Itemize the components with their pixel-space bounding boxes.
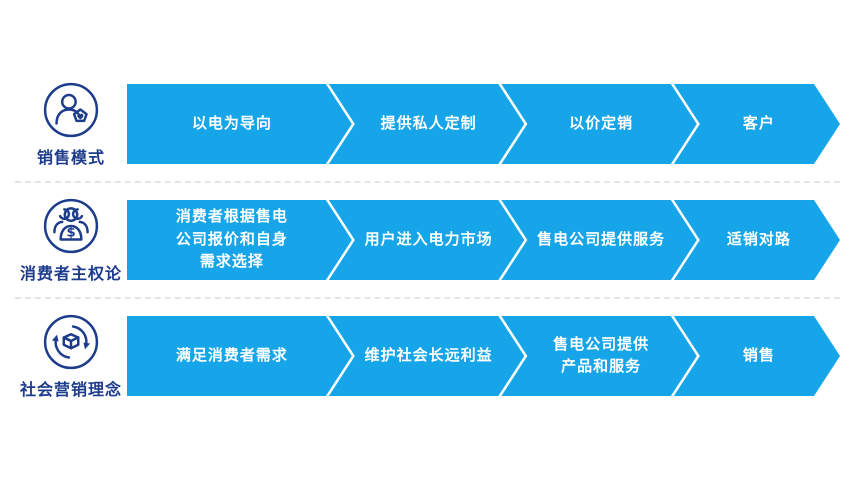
process-band: 以电为导向 提供私人定制 以价定销 客户: [127, 84, 840, 164]
row-label: 销售模式: [36, 149, 105, 167]
step-label: 以价定销: [569, 114, 634, 132]
consumers-dollar-icon: $: [43, 198, 99, 253]
process-step: 客户: [674, 84, 840, 164]
step-label: 满足消费者需求: [175, 346, 288, 364]
step-label: 维护社会长远利益: [364, 346, 493, 364]
row-consumer-sovereignty: $ 消费者主权论 消费者根据售电 公司报价和自身 需求选择 用户进入电力市场 售…: [15, 198, 840, 283]
row-label: 消费者主权论: [19, 265, 122, 283]
process-step: 用户进入电力市场: [329, 200, 525, 280]
row-label: 社会营销理念: [19, 381, 122, 399]
step-label: 售电公司提供服务: [537, 230, 666, 248]
step-label: 售电公司提供 产品和服务: [553, 335, 650, 375]
row-divider: [15, 297, 840, 299]
row-sales-model: 销售模式 以电为导向 提供私人定制 以价定销 客户: [15, 82, 840, 167]
step-label: 用户进入电力市场: [364, 230, 493, 248]
process-step: 售电公司提供 产品和服务: [501, 316, 697, 396]
user-heart-icon: [43, 82, 99, 137]
process-band: 满足消费者需求 维护社会长远利益 售电公司提供 产品和服务 销售: [127, 316, 840, 396]
process-step: 以价定销: [501, 84, 697, 164]
row-consumer-sovereignty-header: $ 消费者主权论: [15, 197, 127, 284]
process-step: 以电为导向: [127, 84, 352, 164]
step-label: 提供私人定制: [380, 114, 477, 132]
process-step: 消费者根据售电 公司报价和自身 需求选择: [127, 200, 352, 280]
step-label: 适销对路: [726, 230, 791, 248]
row-social-marketing-header: 社会营销理念: [15, 313, 127, 400]
process-step: 售电公司提供服务: [501, 200, 697, 280]
process-step: 销售: [674, 316, 840, 396]
process-band: 消费者根据售电 公司报价和自身 需求选择 用户进入电力市场 售电公司提供服务 适…: [127, 200, 840, 280]
process-step: 满足消费者需求: [127, 316, 352, 396]
process-step: 维护社会长远利益: [329, 316, 525, 396]
row-sales-model-header: 销售模式: [15, 81, 127, 168]
dollar-glyph: $: [66, 225, 75, 240]
row-social-marketing: 社会营销理念 满足消费者需求 维护社会长远利益 售电公司提供 产品和服务 销售: [15, 314, 840, 399]
row-divider: [15, 181, 840, 183]
process-step: 提供私人定制: [329, 84, 525, 164]
step-label: 客户: [742, 114, 775, 132]
step-label: 消费者根据售电 公司报价和自身 需求选择: [175, 208, 288, 271]
step-label: 销售: [742, 346, 775, 364]
cube-recycle-icon: [43, 314, 99, 369]
process-step: 适销对路: [674, 200, 840, 280]
step-label: 以电为导向: [191, 114, 272, 132]
